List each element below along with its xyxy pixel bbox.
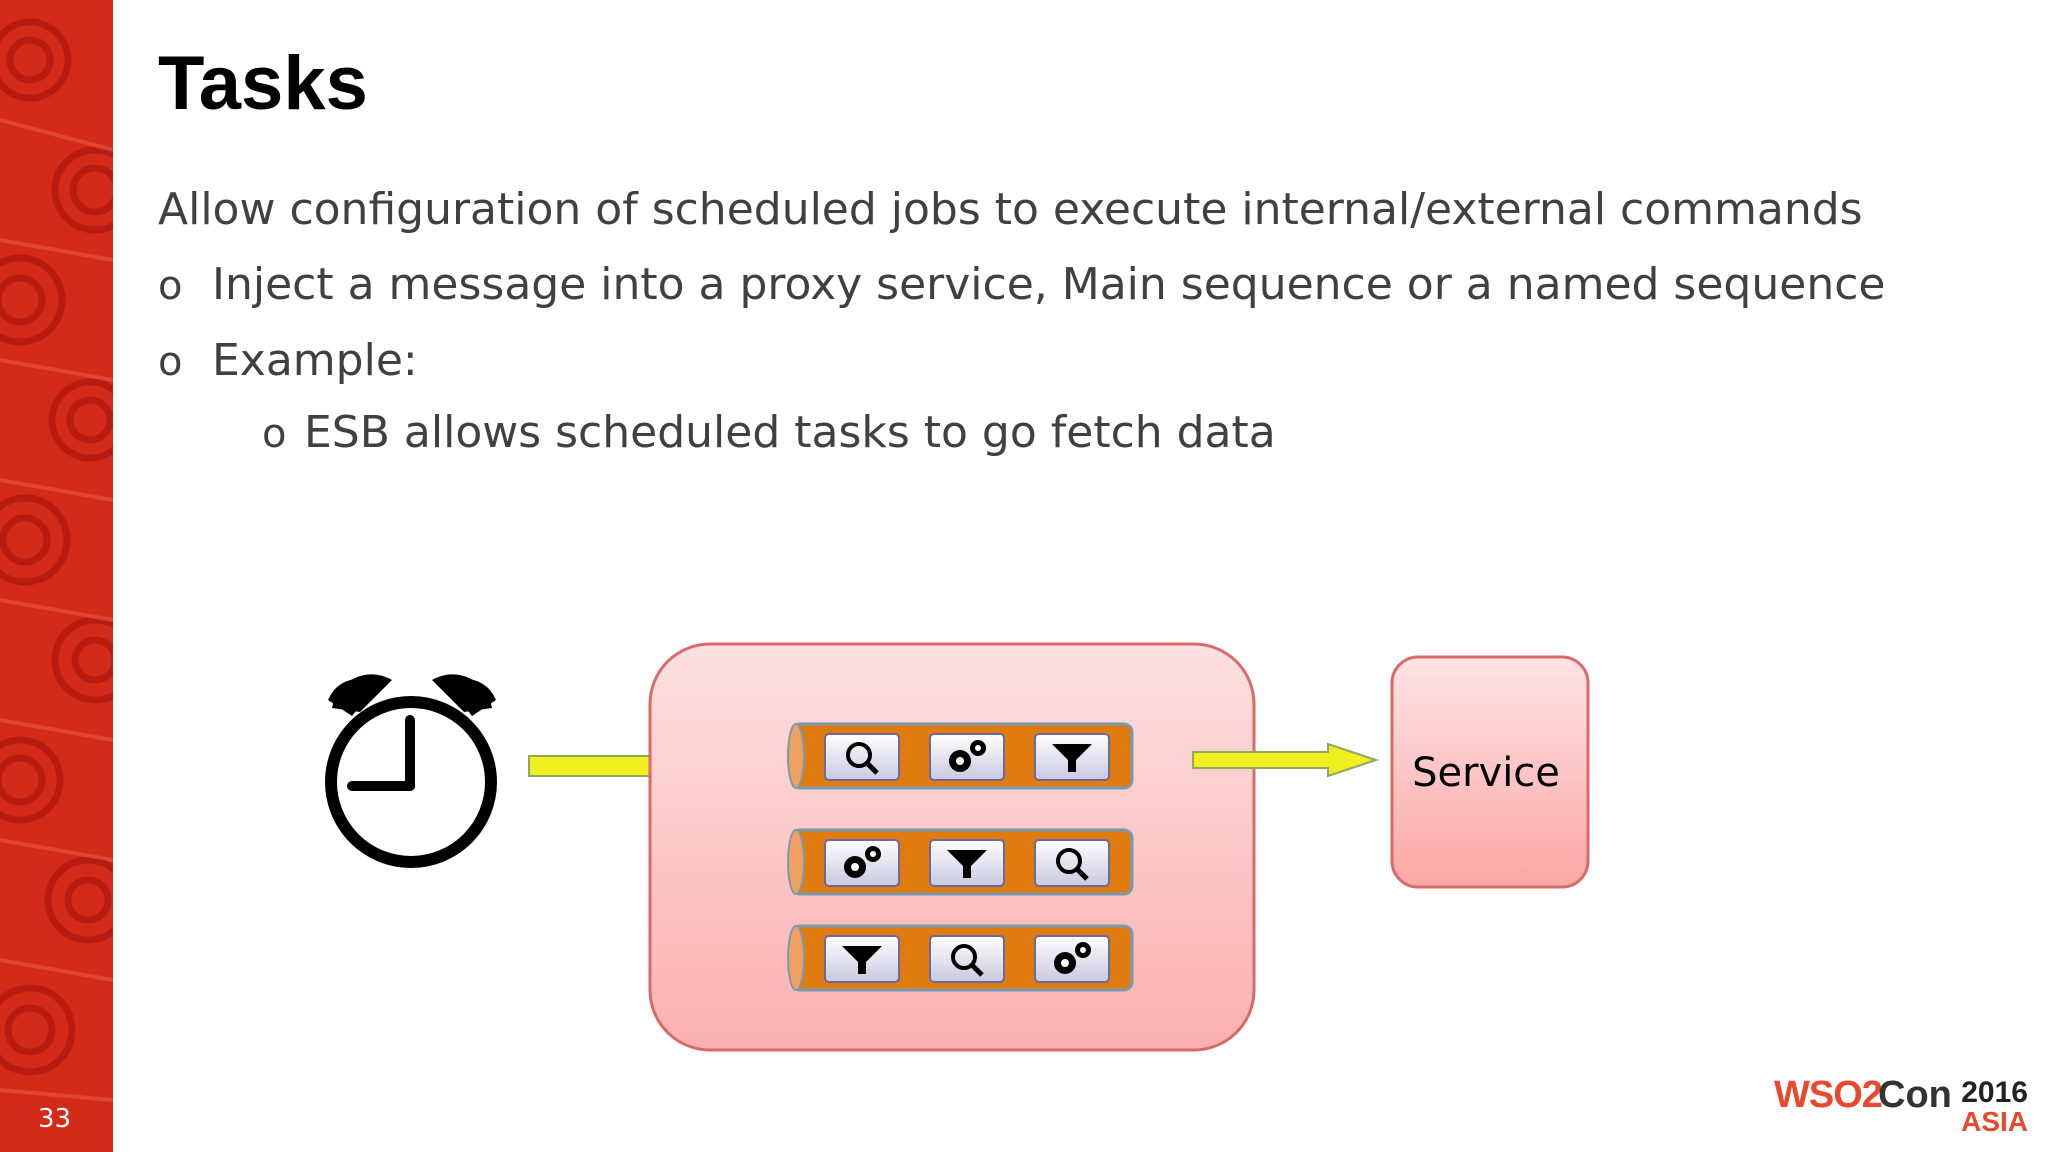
- slide-title: Tasks: [158, 41, 368, 126]
- arrow-to-service: [1192, 742, 1380, 778]
- bullet-item-2: o Example:: [158, 335, 418, 386]
- search-icon: [824, 733, 900, 781]
- service-label: Service: [1412, 750, 1560, 796]
- alarm-clock-icon: [325, 674, 497, 868]
- page-number: 33: [38, 1104, 72, 1134]
- search-icon: [1034, 839, 1110, 887]
- gears-icon: [929, 733, 1005, 781]
- bullet-item-1-text: Inject a message into a proxy service, M…: [212, 259, 1886, 310]
- service-box: [1390, 655, 1590, 889]
- bullet-sub-1-text: ESB allows scheduled tasks to go fetch d…: [304, 407, 1276, 458]
- bullet-marker: o: [158, 263, 183, 309]
- decorative-sidebar: 33: [0, 0, 113, 1152]
- filter-icon: [824, 935, 900, 983]
- gears-icon: [1034, 935, 1110, 983]
- sidebar-pattern: [0, 0, 113, 1152]
- gears-icon: [824, 839, 900, 887]
- bullet-item-2-text: Example:: [212, 335, 418, 386]
- wso2con-logo: WSO2 Con 2016 ASIA: [1770, 1070, 2030, 1137]
- filter-icon: [1034, 733, 1110, 781]
- search-icon: [929, 935, 1005, 983]
- logo-brand-b: Con: [1878, 1074, 1952, 1116]
- filter-icon: [929, 839, 1005, 887]
- logo-region: ASIA: [1961, 1106, 2028, 1137]
- bullet-intro: Allow configuration of scheduled jobs to…: [158, 184, 1863, 235]
- logo-year: 2016: [1961, 1076, 2028, 1109]
- logo-brand-a: WSO2: [1774, 1074, 1883, 1116]
- bullet-marker: o: [262, 411, 287, 457]
- bullet-intro-text: Allow configuration of scheduled jobs to…: [158, 184, 1863, 235]
- bullet-marker: o: [158, 339, 183, 385]
- bullet-item-1: o Inject a message into a proxy service, …: [158, 259, 1885, 310]
- bullet-sub-1: o ESB allows scheduled tasks to go fetch …: [262, 407, 1276, 458]
